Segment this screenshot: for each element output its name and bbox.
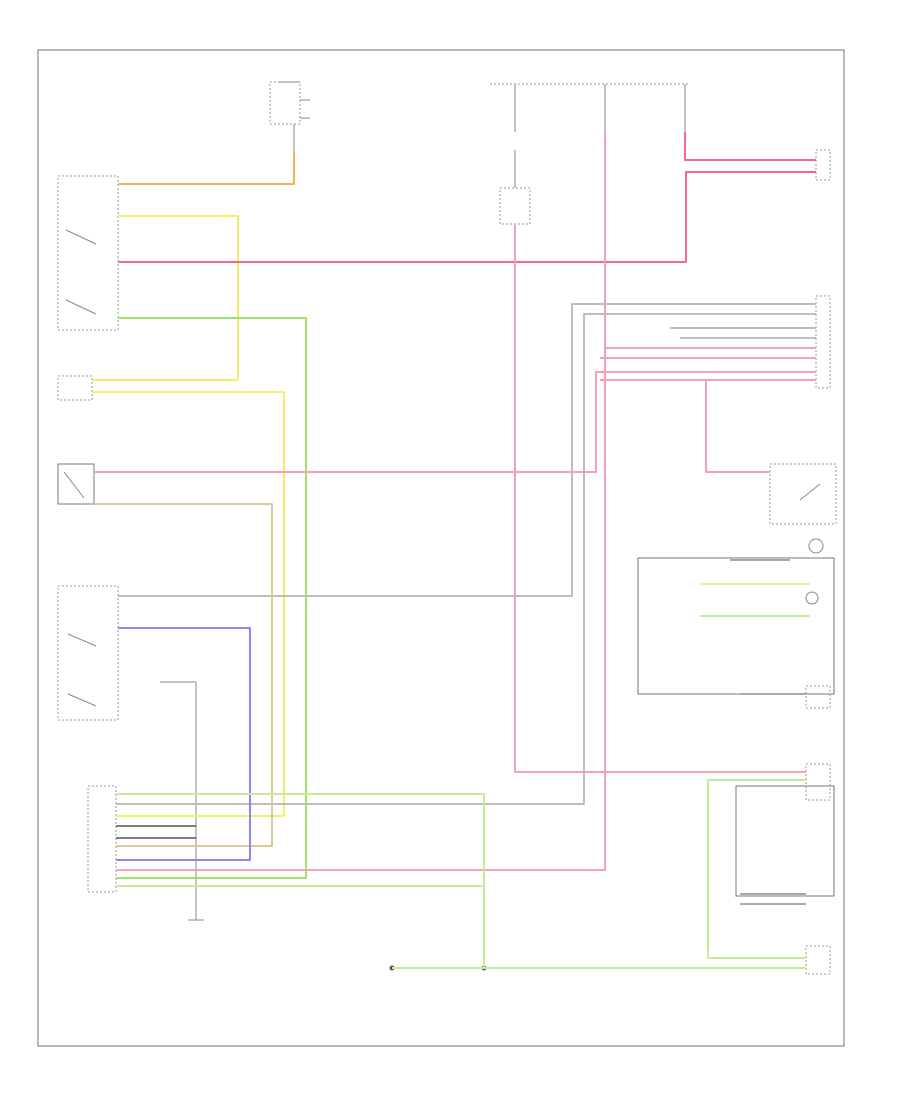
cruise-control-switch — [57, 585, 119, 721]
instrument-cluster — [637, 557, 835, 695]
engine-switch — [57, 175, 119, 331]
clutch-switch — [57, 463, 95, 505]
wire-green — [116, 317, 307, 879]
wire-red-top — [684, 132, 816, 161]
wire-lightgreen-4 — [707, 779, 806, 958]
wire-pink-clutch — [94, 371, 816, 473]
fuse-block-left — [269, 81, 310, 152]
brake-switch — [57, 375, 93, 401]
wire-gray-2 — [116, 313, 816, 805]
wire-yellow-2 — [92, 391, 285, 817]
ecm-mid-right — [815, 295, 831, 389]
diagram-frame — [37, 49, 845, 1047]
vehicle-speed-sensor — [769, 463, 837, 554]
ecm-bottom-right — [735, 685, 835, 975]
wire-blue — [116, 627, 251, 861]
wire-lightgreen-1 — [116, 793, 485, 969]
wire-tan — [94, 503, 273, 847]
ground-point — [160, 681, 204, 921]
wires-layer — [92, 132, 816, 969]
wire-pink-vss — [705, 380, 770, 473]
wire-pink-module — [116, 132, 606, 871]
wire-pink-vertical — [514, 224, 806, 773]
wire-gray-1 — [118, 303, 816, 597]
wire-orange — [118, 152, 295, 185]
wire-red-main — [118, 171, 816, 263]
wire-yellow-1 — [92, 215, 239, 381]
cruise-control-module — [87, 785, 117, 893]
fuse-block-mid — [490, 83, 690, 225]
ecm-top-right — [815, 149, 831, 181]
